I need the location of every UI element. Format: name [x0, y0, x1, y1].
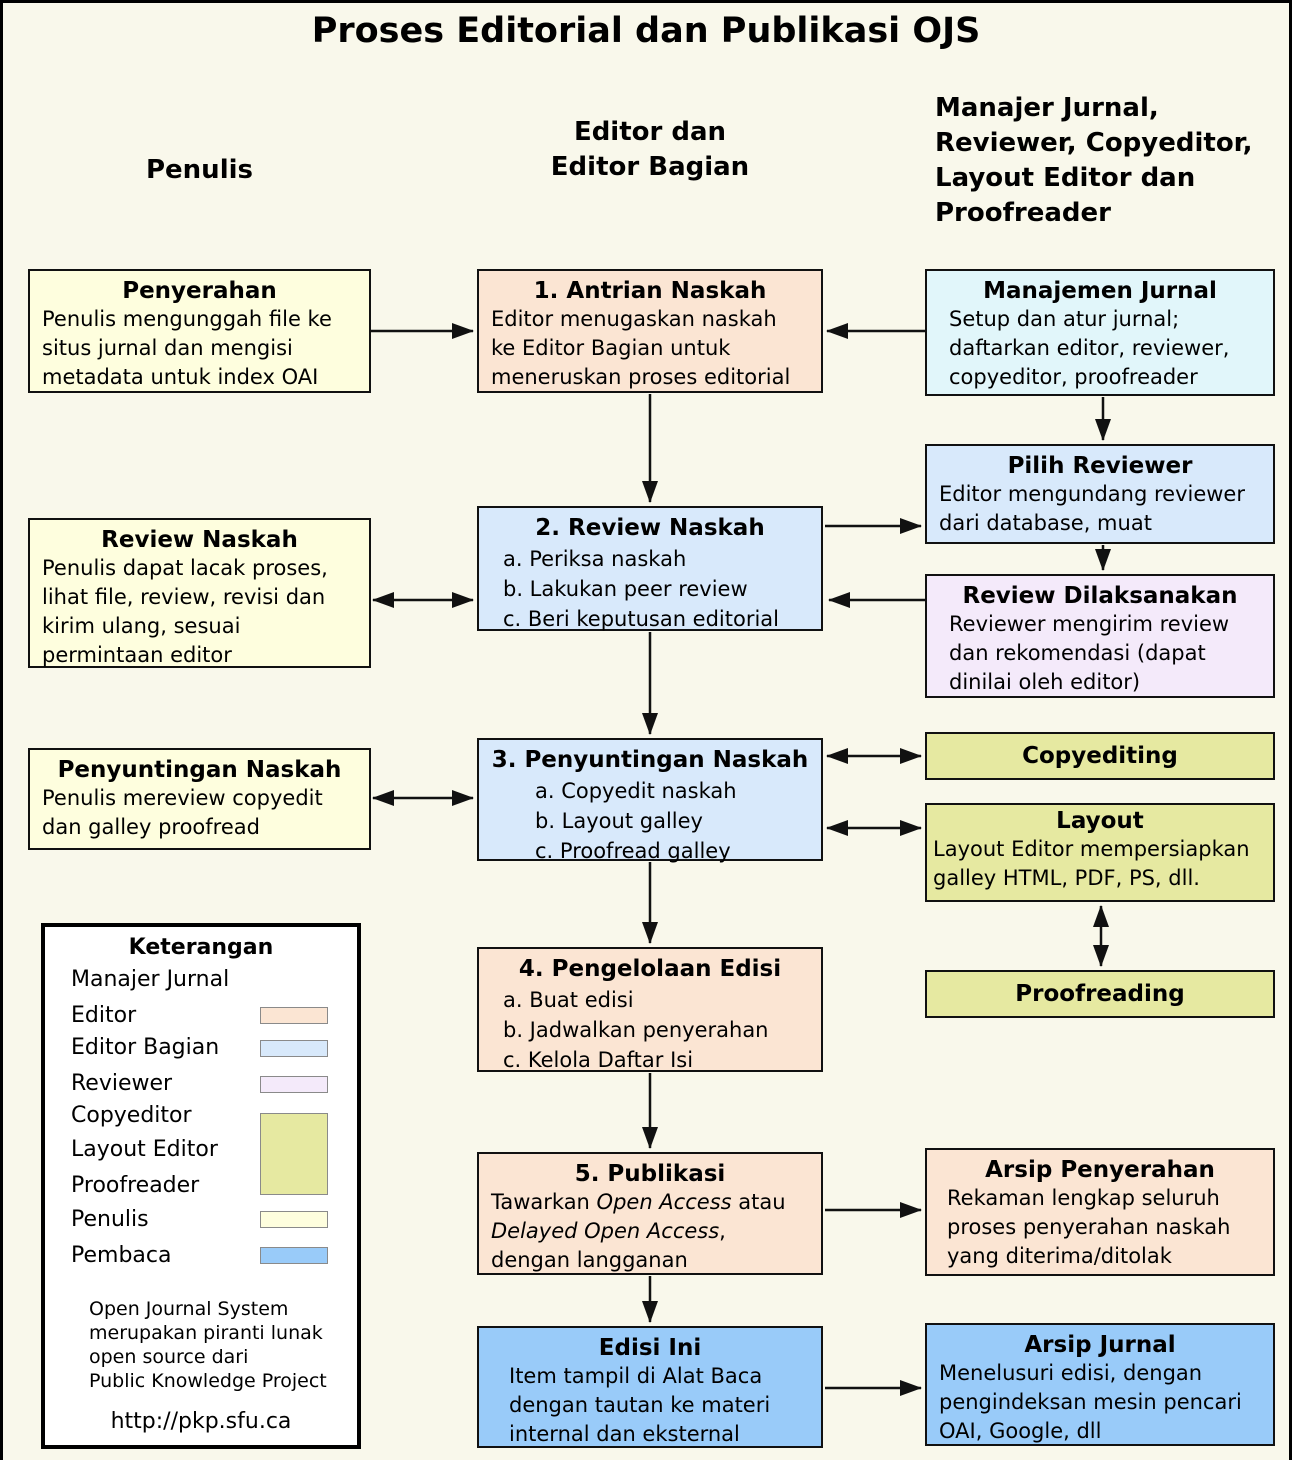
- box-arsip-jurnal: Arsip Jurnal Menelusuri edisi, dengan pe…: [925, 1323, 1275, 1446]
- column-header-author: Penulis: [145, 155, 253, 185]
- box-antrian-naskah: 1. Antrian Naskah Editor menugaskan nask…: [477, 269, 823, 393]
- review-item-a: a. Periksa naskah: [503, 547, 687, 571]
- box-antrian-naskah-body: Editor menugaskan naskah ke Editor Bagia…: [491, 307, 791, 389]
- box-arsip-penyerahan-body: Rekaman lengkap seluruh proses penyeraha…: [947, 1186, 1231, 1268]
- box-review-naskah-left-title: Review Naskah: [101, 527, 298, 553]
- publikasi-text-5: , dengan langganan: [491, 1219, 726, 1272]
- column-header-editor: Editor dan Editor Bagian: [550, 117, 750, 183]
- legend-note: Open Journal System merupakan piranti lu…: [89, 1298, 327, 1392]
- box-edisi-ini: Edisi Ini Item tampil di Alat Baca denga…: [477, 1326, 823, 1448]
- page-title: Proses Editorial dan Publikasi OJS: [311, 11, 981, 51]
- publikasi-text-open-access: Open Access: [596, 1190, 732, 1214]
- box-pilih-reviewer-body: Editor mengundang reviewer dari database…: [939, 482, 1245, 535]
- box-proofreading-title: Proofreading: [1015, 981, 1185, 1007]
- review-item-b: b. Lakukan peer review: [503, 577, 748, 601]
- box-penyuntingan-left: Penyuntingan Naskah Penulis mereview cop…: [28, 748, 371, 850]
- box-layout: Layout Layout Editor mempersiapkan galle…: [925, 803, 1275, 902]
- box-pilih-reviewer: Pilih Reviewer Editor mengundang reviewe…: [925, 444, 1275, 544]
- box-review-naskah: 2. Review Naskah a. Periksa naskah b. La…: [477, 506, 823, 631]
- box-arsip-penyerahan: Arsip Penyerahan Rekaman lengkap seluruh…: [925, 1148, 1275, 1276]
- box-copyediting: Copyediting: [925, 732, 1275, 780]
- box-penyuntingan: 3. Penyuntingan Naskah a. Copyedit naska…: [477, 738, 823, 863]
- box-pengelolaan-edisi-title: 4. Pengelolaan Edisi: [518, 956, 782, 982]
- box-penyuntingan-title: 3. Penyuntingan Naskah: [491, 747, 809, 773]
- legend-label-layout-editor: Layout Editor: [71, 1137, 218, 1162]
- box-copyediting-title: Copyediting: [1022, 743, 1178, 769]
- box-review-dilaksanakan: Review Dilaksanakan Reviewer mengirim re…: [925, 574, 1275, 698]
- legend-swatch-pembaca: [260, 1247, 328, 1264]
- box-publikasi: 5. Publikasi Tawarkan Open Access atau D…: [477, 1152, 823, 1275]
- legend-label-editor: Editor: [71, 1003, 137, 1028]
- box-penyuntingan-left-title: Penyuntingan Naskah: [57, 757, 342, 783]
- box-arsip-jurnal-body: Menelusuri edisi, dengan pengindeksan me…: [939, 1361, 1242, 1443]
- box-pilih-reviewer-title: Pilih Reviewer: [1007, 453, 1193, 479]
- column-header-manager: Manajer Jurnal, Reviewer, Copyeditor, La…: [935, 93, 1253, 229]
- box-penyerahan-body: Penulis mengunggah file ke situs jurnal …: [42, 307, 332, 389]
- box-proofreading: Proofreading: [925, 970, 1275, 1018]
- penyuntingan-item-a: a. Copyedit naskah: [535, 779, 737, 803]
- box-publikasi-body: Tawarkan Open Access atau Delayed Open A…: [479, 1188, 821, 1275]
- legend-swatch-copyeditor-layout-proofreader: [260, 1113, 328, 1195]
- legend-swatch-reviewer: [260, 1076, 328, 1093]
- legend-label-pembaca: Pembaca: [71, 1243, 172, 1268]
- box-layout-body: Layout Editor mempersiapkan galley HTML,…: [933, 837, 1250, 890]
- penyuntingan-item-b: b. Layout galley: [535, 809, 703, 833]
- box-edisi-ini-body: Item tampil di Alat Baca dengan tautan k…: [509, 1364, 771, 1446]
- box-review-naskah-left-body: Penulis dapat lacak proses, lihat file, …: [42, 556, 328, 667]
- box-manajemen-jurnal-body: Setup dan atur jurnal; daftarkan editor,…: [949, 307, 1230, 389]
- pengelolaan-item-b: b. Jadwalkan penyerahan: [503, 1018, 769, 1042]
- box-review-naskah-left: Review Naskah Penulis dapat lacak proses…: [28, 518, 371, 668]
- legend-label-manajer-jurnal: Manajer Jurnal: [71, 967, 230, 992]
- box-layout-title: Layout: [1056, 808, 1144, 834]
- penyuntingan-item-c: c. Proofread galley: [535, 839, 731, 863]
- legend-url: http://pkp.sfu.ca: [110, 1409, 292, 1434]
- legend-swatch-penulis: [260, 1211, 328, 1228]
- box-antrian-naskah-title: 1. Antrian Naskah: [533, 278, 767, 304]
- legend-label-proofreader: Proofreader: [71, 1173, 200, 1198]
- box-pengelolaan-edisi: 4. Pengelolaan Edisi a. Buat edisi b. Ja…: [477, 947, 823, 1072]
- box-penyerahan-title: Penyerahan: [122, 278, 277, 304]
- review-item-c: c. Beri keputusan editorial: [503, 607, 780, 631]
- box-penyuntingan-left-body: Penulis mereview copyedit dan galley pro…: [42, 786, 323, 839]
- pengelolaan-item-c: c. Kelola Daftar Isi: [503, 1048, 694, 1072]
- legend-label-penulis: Penulis: [71, 1207, 149, 1232]
- legend-swatch-editor: [260, 1007, 328, 1024]
- box-arsip-penyerahan-title: Arsip Penyerahan: [985, 1157, 1215, 1183]
- legend-label-copyeditor: Copyeditor: [71, 1103, 192, 1128]
- box-manajemen-jurnal-title: Manajemen Jurnal: [983, 278, 1217, 304]
- legend-box: Keterangan Manajer Jurnal Editor Editor …: [41, 923, 361, 1449]
- box-edisi-ini-title: Edisi Ini: [598, 1335, 702, 1361]
- box-publikasi-title: 5. Publikasi: [574, 1161, 726, 1187]
- box-review-naskah-title: 2. Review Naskah: [535, 515, 765, 541]
- box-penyerahan: Penyerahan Penulis mengunggah file ke si…: [28, 269, 371, 393]
- box-review-dilaksanakan-body: Reviewer mengirim review dan rekomendasi…: [949, 612, 1230, 694]
- legend-title: Keterangan: [128, 935, 274, 960]
- box-arsip-jurnal-title: Arsip Jurnal: [1024, 1332, 1176, 1358]
- box-manajemen-jurnal: Manajemen Jurnal Setup dan atur jurnal; …: [925, 269, 1275, 396]
- publikasi-text-1: Tawarkan: [491, 1190, 597, 1214]
- legend-label-editor-bagian: Editor Bagian: [71, 1035, 220, 1060]
- publikasi-text-delayed-open-access: Delayed Open Access: [491, 1219, 720, 1243]
- legend-label-reviewer: Reviewer: [71, 1071, 173, 1096]
- pengelolaan-item-a: a. Buat edisi: [503, 988, 634, 1012]
- legend-swatch-editor-bagian: [260, 1040, 328, 1057]
- publikasi-text-3: atau: [738, 1190, 786, 1214]
- box-review-dilaksanakan-title: Review Dilaksanakan: [962, 583, 1238, 609]
